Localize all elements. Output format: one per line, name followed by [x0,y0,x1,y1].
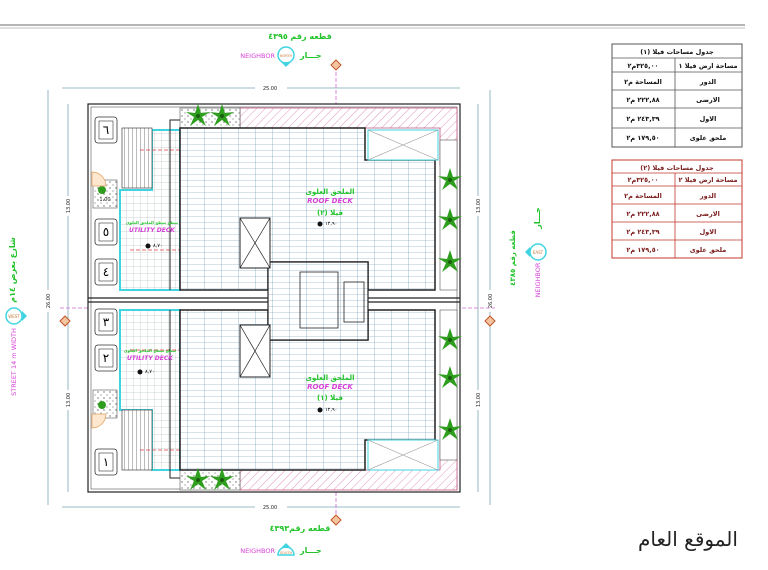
bottom-neighbor-label: NEIGHBOR [240,547,275,555]
planting-bed [179,107,241,129]
svg-text:الدور: الدور [699,192,716,200]
svg-text:١: ١ [103,455,109,469]
svg-text:الارضى: الارضى [696,210,720,218]
bottom-plot-number: قطعه رقم٤٣٩٣ [270,524,331,533]
svg-text:٥: ٥ [103,225,109,239]
svg-text:٢٤٣,٣٩ م٢: ٢٤٣,٣٩ م٢ [626,228,659,236]
villa2-roof-ar: الملحق العلوى [305,188,354,196]
villa1-utility-en: UTILITY DECK [127,355,174,362]
villa1-level: ١٢,٩٠ [325,407,337,413]
parking-villa1: ٣ ٢ ١ [94,308,118,476]
west-compass-icon: WEST [5,307,27,325]
villa2-utility-level: ٨,٧٠ [153,243,163,249]
area-table-villa1: جدول مساحات فيلا (١) مساحة ارض فيلا ١ ٣٢… [611,43,743,148]
svg-text:٢٢٢,٨٨ م٢: ٢٢٢,٨٨ م٢ [626,96,659,104]
top-neighbor-arabic: جـــار [299,51,322,60]
svg-text:٣٢٥,٠٠م٢: ٣٢٥,٠٠م٢ [627,176,658,184]
top-neighbor-label: NEIGHBOR [240,52,275,60]
svg-text:الاول: الاول [700,228,717,236]
north-compass-icon: NORTH [277,46,295,67]
east-compass-icon: EAST [525,243,547,261]
svg-text:مساحة ارض فيلا ٢: مساحة ارض فيلا ٢ [678,176,737,184]
south-compass-icon: SOUTH [277,543,295,556]
parking-villa2: ٦ ٥ ٤ [94,116,118,286]
dim-depth-left: 26.00 [46,294,52,308]
svg-text:٢٤٣,٣٩ م٢: ٢٤٣,٣٩ م٢ [626,115,659,123]
svg-text:١٧٩,٥٠ م٢: ١٧٩,٥٠ م٢ [626,134,659,142]
svg-text:NORTH: NORTH [280,54,293,58]
svg-text:الدور: الدور [699,78,716,86]
svg-text:جدول مساحات فيلا (٢): جدول مساحات فيلا (٢) [640,164,714,172]
svg-text:٢٢٢,٨٨ م٢: ٢٢٢,٨٨ م٢ [626,210,659,218]
top-plot-number: قطعه رقم ٤٣٩٥ [268,32,332,41]
villa2-name: فيلا (٢) [317,209,343,217]
villa2-level: ١٢,٩٠ [325,221,337,227]
svg-text:ملحق علوى: ملحق علوى [690,134,727,142]
door-swing [91,413,107,429]
svg-text:٤: ٤ [103,265,109,279]
dim-half-left-bottom: 13.00 [66,393,72,407]
dim-depth-right: 26.00 [488,294,494,308]
east-neighbor-label: NEIGHBOR [534,262,542,297]
svg-text:SOUTH: SOUTH [280,551,293,555]
svg-text:WEST: WEST [8,314,20,319]
villa1-name: فيلا (١) [317,394,343,402]
bottom-neighbor-arabic: جـــار [299,546,322,555]
villa1-roof-en: ROOF DECK [307,383,353,391]
stairs [121,127,153,189]
planting-bed [179,469,241,491]
svg-text:٦: ٦ [103,123,109,137]
villa2-roof-en: ROOF DECK [307,197,353,205]
east-plot-number: قطعه رقم ٤٣٨٥ [509,230,517,286]
svg-text:المساحة م٢: المساحة م٢ [624,78,662,86]
svg-text:EAST: EAST [533,250,544,255]
dim-half-right-top: 13.00 [476,199,482,213]
void-boxes [239,129,439,471]
svg-text:الارضى: الارضى [696,96,720,104]
svg-text:٣٢٥,٠٠م٢: ٣٢٥,٠٠م٢ [627,62,658,70]
svg-text:المساحة م٢: المساحة م٢ [624,192,662,200]
villa1-utility-ar: سطح سطح الملحق العلوى [124,348,176,353]
dim-width-bottom: 25.00 [263,505,277,511]
svg-text:ملحق علوى: ملحق علوى [690,246,727,254]
villa2-utility-ar: سطح سطح الملحق العلوى [126,220,178,225]
drawing-title: الموقع العام [638,527,738,551]
dim-small: 1.00 [99,197,110,203]
stairs [121,409,153,471]
stair-core [267,261,369,341]
villa2-utility-en: UTILITY DECK [129,227,176,234]
area-table-villa2: جدول مساحات فيلا (٢) مساحة ارض فيلا ٢ ٣٢… [611,159,743,259]
villa1-utility-level: ٨,٧٠ [145,369,155,375]
svg-text:٣: ٣ [103,315,110,329]
svg-text:١٧٩,٥٠ م٢: ١٧٩,٥٠ م٢ [626,246,659,254]
dim-half-left-top: 13.00 [66,199,72,213]
axis-marker-icon [59,59,496,526]
svg-text:مساحة ارض فيلا ١: مساحة ارض فيلا ١ [678,62,737,70]
street-english: STREET 14 m WIDTH [10,328,18,396]
tree-icons [98,104,462,490]
svg-text:الاول: الاول [700,115,717,123]
door-swing [91,171,107,187]
dimension-lines [47,87,491,508]
street-arabic: شارع بعرض ١٤م [8,237,18,303]
dim-width-top: 25.00 [263,86,277,92]
svg-text:٢: ٢ [103,351,109,365]
villa1-roof-ar: الملحق العلوى [305,374,354,382]
east-neighbor-arabic: جـــار [533,207,542,230]
dim-half-right-bottom: 13.00 [476,393,482,407]
svg-text:جدول مساحات فيلا (١): جدول مساحات فيلا (١) [640,48,714,56]
